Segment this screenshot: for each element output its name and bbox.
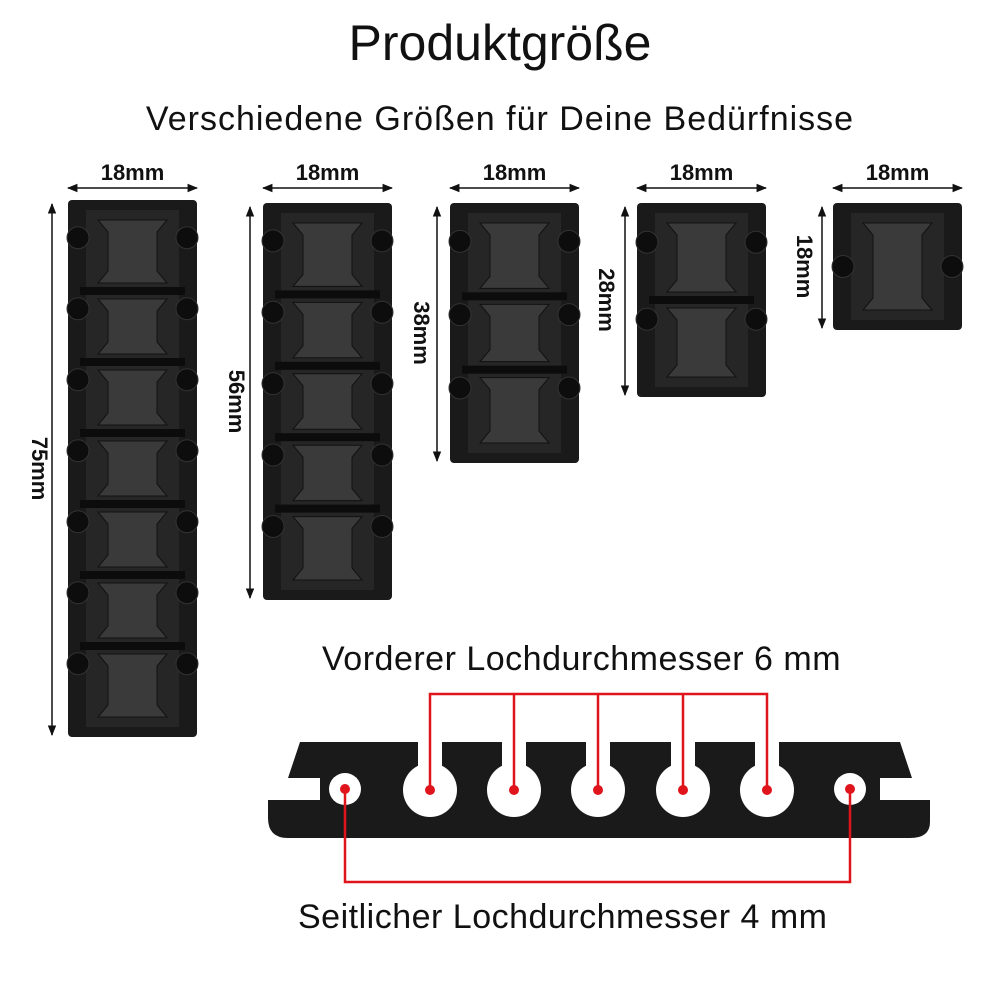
clip-3: 18mm 38mm xyxy=(409,160,581,463)
side-hole xyxy=(448,229,472,253)
clip-segment-face xyxy=(291,222,364,287)
side-hole xyxy=(370,229,394,253)
side-hole xyxy=(175,510,199,534)
clip-separator xyxy=(462,365,567,374)
length-label: 38mm xyxy=(409,301,434,365)
clip-segment-face xyxy=(96,511,169,568)
side-hole xyxy=(635,230,659,254)
length-label: 75mm xyxy=(27,437,52,501)
side-hole xyxy=(66,581,90,605)
front-hole-marker xyxy=(509,785,519,795)
side-hole xyxy=(744,230,768,254)
clip-separator xyxy=(80,358,185,366)
side-marker-line xyxy=(343,789,852,884)
side-hole xyxy=(635,307,659,331)
length-label: 28mm xyxy=(594,268,619,332)
side-hole xyxy=(370,514,394,538)
side-hole xyxy=(175,581,199,605)
side-hole xyxy=(66,439,90,463)
side-hole-label: Seitlicher Lochdurchmesser 4 mm xyxy=(298,898,828,936)
clip-segment-face xyxy=(96,298,169,355)
clip-segment-face xyxy=(291,373,364,430)
side-hole xyxy=(261,514,285,538)
side-hole xyxy=(261,372,285,396)
front-hole-marker xyxy=(762,785,772,795)
side-hole xyxy=(557,303,581,327)
side-hole xyxy=(557,376,581,400)
clip-segment-face xyxy=(665,307,738,378)
clip-segment-face xyxy=(478,377,551,444)
page-title: Produktgröße xyxy=(348,15,652,71)
length-label: 18mm xyxy=(792,235,817,299)
side-hole xyxy=(831,255,855,278)
side-hole xyxy=(744,307,768,331)
clip-segment-face xyxy=(96,369,169,426)
width-label: 18mm xyxy=(483,160,547,185)
clip-segment-face xyxy=(291,444,364,502)
side-hole xyxy=(66,226,90,250)
clip-separator xyxy=(80,571,185,579)
clip-segment-face xyxy=(861,222,934,311)
side-hole xyxy=(940,255,964,278)
side-hole xyxy=(370,443,394,467)
side-hole-marker xyxy=(845,784,855,794)
clip-separator xyxy=(275,361,380,370)
side-hole xyxy=(66,297,90,321)
clip-segment-face xyxy=(665,222,738,293)
length-label: 56mm xyxy=(224,370,249,434)
front-hole-marker xyxy=(678,785,688,795)
clip-separator xyxy=(80,500,185,508)
side-hole xyxy=(261,300,285,324)
clip-separator xyxy=(649,296,754,304)
side-hole xyxy=(175,297,199,321)
side-hole xyxy=(175,652,199,676)
side-hole xyxy=(66,510,90,534)
side-hole xyxy=(175,439,199,463)
clip-4: 18mm 28mm xyxy=(594,160,768,397)
side-hole xyxy=(66,368,90,392)
clip-segment-face xyxy=(96,582,169,639)
side-hole xyxy=(448,303,472,327)
side-hole xyxy=(370,372,394,396)
clip-separator xyxy=(80,429,185,437)
side-hole xyxy=(66,652,90,676)
clip-segment-face xyxy=(291,301,364,359)
clip-segment-face xyxy=(478,303,551,363)
clip-separator xyxy=(462,292,567,301)
width-label: 18mm xyxy=(866,160,930,185)
front-hole-marker xyxy=(593,785,603,795)
clip-separator xyxy=(275,433,380,442)
side-hole xyxy=(261,229,285,253)
front-hole-marker xyxy=(425,785,435,795)
clip-separator xyxy=(275,290,380,299)
side-hole xyxy=(557,229,581,253)
side-hole xyxy=(175,226,199,250)
side-hole xyxy=(448,376,472,400)
cable-clip-side-view xyxy=(268,692,930,884)
side-hole xyxy=(261,443,285,467)
side-hole xyxy=(370,300,394,324)
clip-separator xyxy=(80,287,185,295)
side-hole-marker xyxy=(340,784,350,794)
page-subtitle: Verschiedene Größen für Deine Bedürfniss… xyxy=(145,100,855,138)
clip-1: 18mm 75mm xyxy=(27,160,199,737)
clip-separator xyxy=(80,642,185,650)
side-hole xyxy=(175,368,199,392)
width-label: 18mm xyxy=(101,160,165,185)
clip-segment-face xyxy=(96,440,169,497)
clip-segment-face xyxy=(96,219,169,284)
clip-segment-face xyxy=(96,653,169,718)
clip-separator xyxy=(275,504,380,513)
clip-5: 18mm 18mm xyxy=(792,160,964,330)
clip-segment-face xyxy=(291,516,364,581)
front-hole-label: Vorderer Lochdurchmesser 6 mm xyxy=(322,640,842,678)
width-label: 18mm xyxy=(670,160,734,185)
clip-2: 18mm 56mm xyxy=(224,160,394,600)
clip-segment-face xyxy=(478,222,551,289)
width-label: 18mm xyxy=(296,160,360,185)
